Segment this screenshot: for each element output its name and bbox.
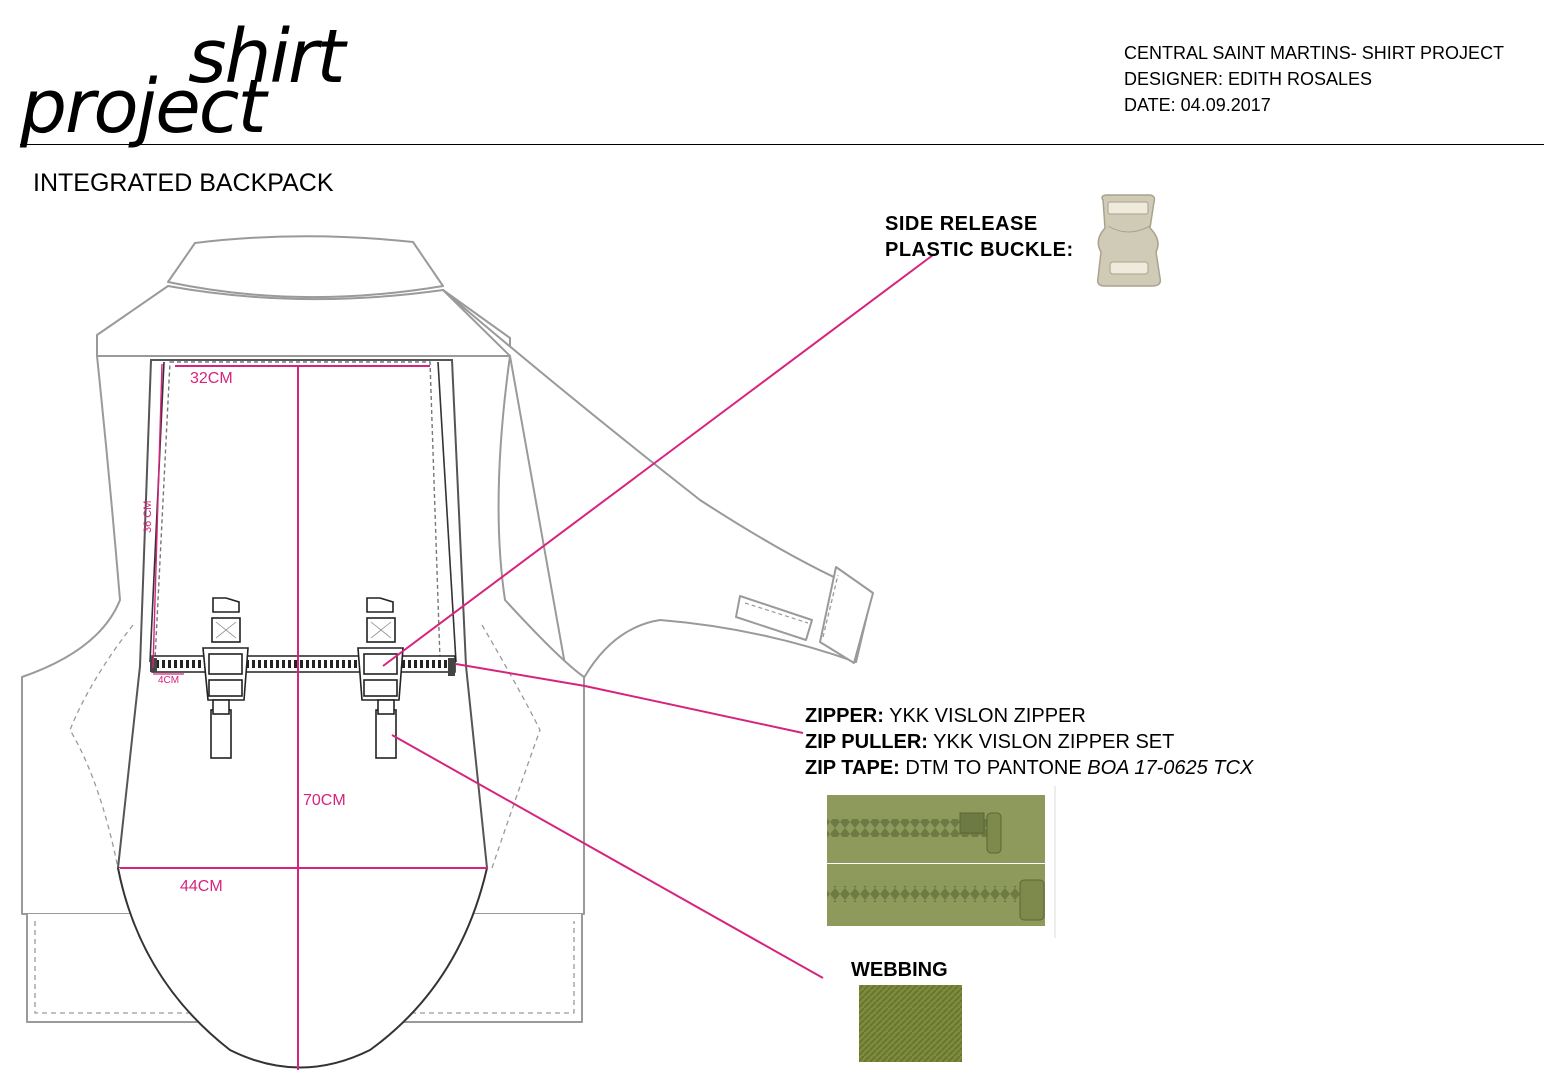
dim-side-height: 36 CM bbox=[142, 501, 154, 533]
callout-leaders bbox=[382, 254, 934, 979]
logo-word-shirt: shirt bbox=[188, 14, 345, 100]
designer-line: DESIGNER: EDITH ROSALES bbox=[1124, 69, 1373, 89]
zipper-spec: ZIPPER: YKK VISLON ZIPPER bbox=[805, 705, 1086, 727]
buckle-label-line1: SIDE RELEASE bbox=[885, 213, 1038, 235]
dim-top-width: 32CM bbox=[190, 370, 233, 387]
zip-puller-spec: ZIP PULLER: YKK VISLON ZIPPER SET bbox=[805, 731, 1175, 753]
webbing-label: WEBBING bbox=[851, 959, 948, 981]
zip-tape-spec: ZIP TAPE: DTM TO PANTONE BOA 17-0625 TCX bbox=[805, 757, 1254, 779]
project-meta: CENTRAL SAINT MARTINS- SHIRT PROJECT DES… bbox=[1124, 40, 1504, 118]
buckle-swatch bbox=[1096, 194, 1162, 287]
dimension-lines bbox=[120, 363, 488, 1070]
header-divider bbox=[20, 144, 1544, 145]
dim-gap: 4CM bbox=[158, 675, 179, 686]
left-strap bbox=[202, 597, 249, 759]
dim-length: 70CM bbox=[303, 792, 346, 809]
date-line: DATE: 04.09.2017 bbox=[1124, 95, 1271, 115]
project-logo: shirt project bbox=[18, 20, 378, 150]
zipper-callout: ZIPPER: YKK VISLON ZIPPER ZIP PULLER: YK… bbox=[805, 703, 1253, 781]
school-line: CENTRAL SAINT MARTINS- SHIRT PROJECT bbox=[1124, 43, 1505, 63]
webbing-swatch bbox=[859, 985, 962, 1062]
dim-bottom-width: 44CM bbox=[180, 878, 223, 895]
zipper-swatch bbox=[827, 786, 1056, 938]
logo-word-project: project bbox=[20, 64, 266, 150]
page-title: INTEGRATED BACKPACK bbox=[33, 169, 334, 197]
buckle-label-line2: PLASTIC BUCKLE: bbox=[885, 239, 1074, 261]
buckle-callout: SIDE RELEASE PLASTIC BUCKLE: bbox=[885, 211, 1074, 263]
backpack-panel bbox=[116, 359, 489, 1069]
right-strap bbox=[357, 597, 404, 759]
